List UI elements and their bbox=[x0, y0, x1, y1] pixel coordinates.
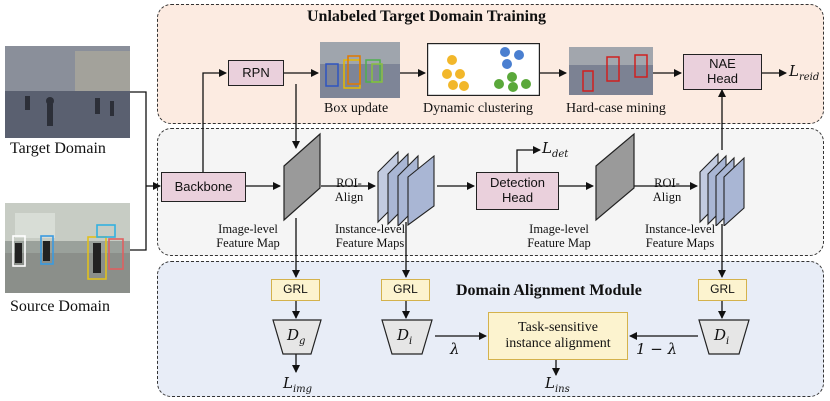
image-level-feature-map-2 bbox=[595, 132, 635, 222]
nae-head-module: NAE Head bbox=[683, 54, 762, 90]
dynamic-clustering-caption: Dynamic clustering bbox=[423, 101, 534, 116]
instance-level-caption-2: Instance-level Feature Maps bbox=[644, 222, 716, 251]
grl-instance-level-2: GRL bbox=[698, 279, 747, 301]
discriminator-instance-shape-2 bbox=[698, 319, 750, 355]
task-sensitive-instance-alignment: Task-sensitive instance alignment bbox=[488, 312, 628, 360]
one-minus-lambda-label: 1 − λ bbox=[636, 340, 678, 358]
l-det-label: Ldet bbox=[542, 139, 569, 160]
cluster-dots bbox=[427, 43, 540, 96]
hard-case-caption: Hard-case mining bbox=[566, 101, 666, 116]
discriminator-instance-shape-1 bbox=[381, 319, 433, 355]
backbone-module: Backbone bbox=[161, 172, 246, 202]
roi-align-label-1: ROI-Align bbox=[334, 176, 364, 205]
top-panel-title: Unlabeled Target Domain Training bbox=[307, 8, 546, 25]
instance-feature-stack-2 bbox=[699, 152, 745, 226]
source-domain-label: Source Domain bbox=[10, 298, 110, 315]
discriminator-instance-label-2: Di bbox=[714, 326, 730, 347]
box-update-caption: Box update bbox=[324, 101, 389, 116]
lambda-label: λ bbox=[450, 340, 460, 358]
box-update-photo bbox=[320, 42, 400, 98]
rpn-module: RPN bbox=[228, 60, 284, 86]
grl-instance-level-1: GRL bbox=[381, 279, 430, 301]
l-img-label: Limg bbox=[283, 374, 313, 395]
hard-case-photo bbox=[569, 47, 653, 95]
l-reid-label: Lreid bbox=[789, 62, 820, 83]
detection-head-module: Detection Head bbox=[476, 172, 559, 210]
discriminator-global-shape bbox=[272, 319, 322, 355]
instance-level-caption-1: Instance-level Feature Maps bbox=[334, 222, 406, 251]
l-ins-label: Lins bbox=[545, 374, 570, 395]
instance-feature-stack-1 bbox=[377, 150, 435, 226]
discriminator-global-label: Dg bbox=[287, 326, 306, 347]
source-domain-photo bbox=[5, 203, 130, 293]
discriminator-instance-label-1: Di bbox=[397, 326, 413, 347]
target-domain-label: Target Domain bbox=[10, 140, 106, 157]
image-level-caption-1: Image-level Feature Map bbox=[216, 222, 280, 251]
bottom-panel-title: Domain Alignment Module bbox=[456, 282, 642, 299]
image-level-caption-2: Image-level Feature Map bbox=[527, 222, 591, 251]
roi-align-label-2: ROI-Align bbox=[652, 176, 682, 205]
grl-image-level: GRL bbox=[271, 279, 320, 301]
target-domain-photo bbox=[5, 46, 130, 138]
image-level-feature-map-1 bbox=[283, 132, 321, 222]
